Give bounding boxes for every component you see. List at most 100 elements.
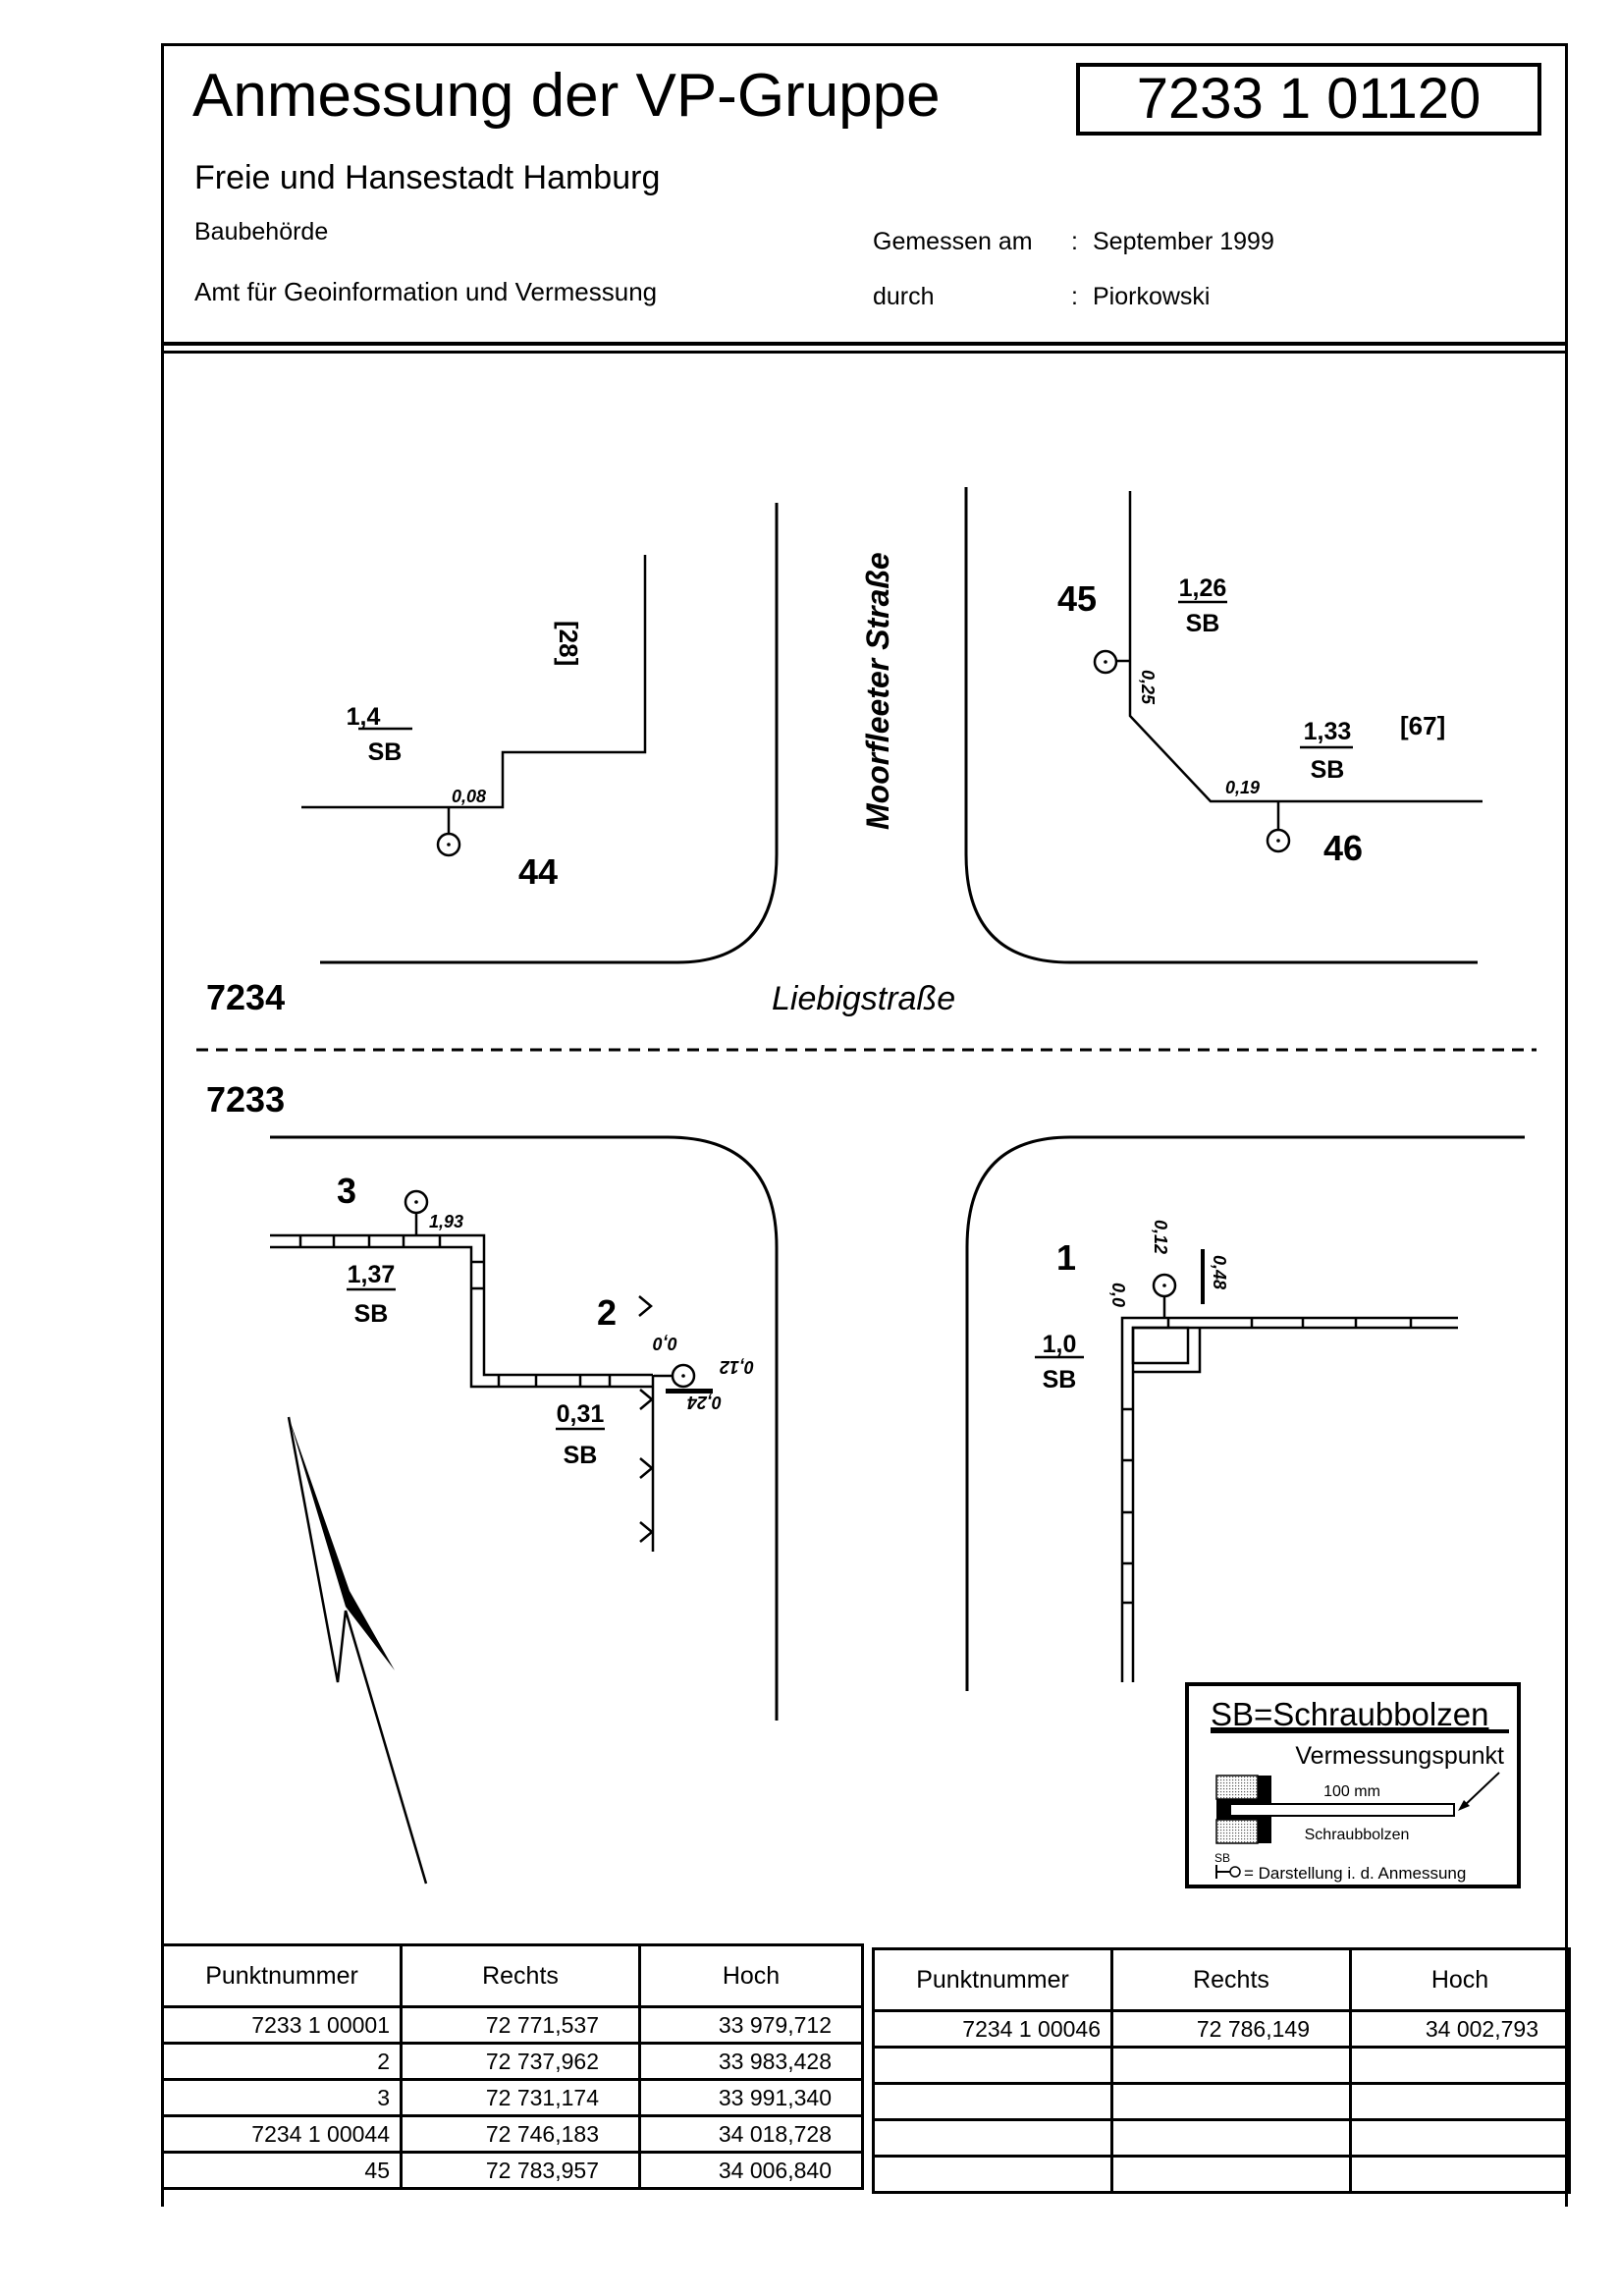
cell-hoch: 33 979,712 [638, 2005, 864, 2045]
fence-tick [639, 1521, 654, 1543]
survey-point-3 [404, 1189, 429, 1215]
point-2-offset-b: 0,12 [720, 1357, 754, 1377]
legend-symbol-desc: = Darstellung i. d. Anmessung [1244, 1864, 1466, 1883]
cell-punktnummer: 2 [161, 2042, 403, 2081]
table-row [872, 2082, 1571, 2121]
survey-point-center-46 [1276, 839, 1280, 843]
point-1-offset-c: 0,48 [1210, 1255, 1229, 1289]
wall-inner-1 [1131, 1326, 1458, 1682]
survey-point-45 [1093, 649, 1118, 675]
legend-bolt-label: Schraubbolzen [1305, 1827, 1410, 1843]
cell-hoch [1349, 2155, 1571, 2194]
table-row [872, 2046, 1571, 2085]
cell-punktnummer: 7233 1 00001 [161, 2005, 403, 2045]
cell-punktnummer [872, 2046, 1113, 2085]
point-44-dist: 1,4 [347, 703, 381, 731]
point-1-dist: 1,0 [1043, 1331, 1077, 1358]
legend-symbol-tie [1215, 1865, 1230, 1879]
survey-point-center-3 [414, 1200, 418, 1204]
document-title: Anmessung der VP-Gruppe [192, 62, 941, 130]
survey-point-center-2 [681, 1374, 685, 1378]
cell-punktnummer: 7234 1 00046 [872, 2009, 1113, 2049]
cell-hoch: 33 983,428 [638, 2042, 864, 2081]
cell-hoch: 34 006,840 [638, 2151, 864, 2190]
cell-rechts: 72 786,149 [1110, 2009, 1352, 2049]
point-45-label: 45 [1057, 578, 1097, 619]
house-number-28: [28] [554, 621, 583, 666]
point-46-offset: 0,19 [1225, 778, 1260, 797]
sheet-label-upper: 7234 [206, 977, 285, 1017]
cell-rechts: 72 731,174 [400, 2078, 641, 2117]
wall-inner-3-2 [270, 1245, 653, 1389]
legend-length: 100 mm [1323, 1783, 1380, 1800]
cell-punktnummer: 3 [161, 2078, 403, 2117]
sheet-frame [161, 43, 1568, 2207]
legend-title: SB=Schraubbolzen [1211, 1696, 1488, 1732]
cell-punktnummer [872, 2118, 1113, 2158]
street-label-liebig: Liebigstraße [772, 980, 955, 1017]
cell-hoch [1349, 2118, 1571, 2158]
survey-point-center-45 [1104, 660, 1107, 664]
map-stroke [1458, 1800, 1470, 1811]
cell-punktnummer [872, 2082, 1113, 2121]
cell-rechts: 72 737,962 [400, 2042, 641, 2081]
legend-bolt-shape [1229, 1803, 1455, 1817]
road-edge-upper-left [320, 503, 779, 964]
corner-pillar-1 [1131, 1326, 1190, 1365]
table-header-row: Punktnummer Rechts Hoch [161, 1943, 864, 2008]
cell-punktnummer: 45 [161, 2151, 403, 2190]
office-name: Amt für Geoinformation und Vermessung [194, 277, 658, 306]
survey-point-44 [436, 832, 461, 857]
legend-symbol-sb: SB [1214, 1851, 1230, 1865]
department-name: Baubehörde [194, 218, 329, 246]
cell-hoch [1349, 2082, 1571, 2121]
cell-hoch [1349, 2046, 1571, 2085]
authority-name: Freie und Hansestadt Hamburg [194, 159, 661, 196]
cell-rechts: 72 783,957 [400, 2151, 641, 2190]
survey-point-2 [671, 1363, 696, 1389]
table-row [872, 2155, 1571, 2194]
measured-label: Gemessen am [873, 228, 1033, 255]
header-divider [161, 342, 1568, 346]
cell-hoch: 34 002,793 [1349, 2009, 1571, 2049]
north-arrow-head [289, 1417, 395, 1670]
cell-rechts: 72 771,537 [400, 2005, 641, 2045]
road-edge-upper-right [964, 487, 1478, 964]
cell-rechts [1110, 2046, 1352, 2085]
point-2-offset-a: 0,0 [653, 1334, 677, 1353]
point-2-dist: 0,31 [557, 1400, 605, 1428]
map-stroke [1133, 1328, 1202, 1374]
column-header-hoch: Hoch [638, 1943, 864, 2008]
road-edge-lower-left [270, 1135, 779, 1721]
table-row [872, 2118, 1571, 2158]
fence-tick [639, 1457, 654, 1479]
offset-bar-1 [1201, 1249, 1205, 1304]
cell-rechts [1110, 2118, 1352, 2158]
table-header-row: Punktnummer Rechts Hoch [872, 1947, 1571, 2012]
point-44-label: 44 [518, 851, 558, 892]
cell-hoch: 34 018,728 [638, 2114, 864, 2154]
header-divider-secondary [161, 351, 1568, 354]
group-id-box: 7233 1 01120 [1076, 63, 1541, 136]
survey-point-icon [1229, 1866, 1241, 1878]
legend-box: SB=Schraubbolzen Vermessungspunkt 100 mm… [1185, 1682, 1521, 1888]
point-3-offset: 1,93 [429, 1212, 463, 1231]
point-3-label: 3 [337, 1171, 356, 1211]
map-stroke [1258, 1776, 1271, 1799]
column-header-punktnummer: Punktnummer [872, 1947, 1113, 2012]
cell-rechts [1110, 2155, 1352, 2194]
point-44-offset: 0,08 [452, 787, 486, 806]
north-arrow-icon [287, 1416, 428, 1885]
point-46-label: 46 [1323, 828, 1363, 868]
point-2-offset-c: 0,24 [687, 1393, 722, 1412]
legend-pointer-arrow [1461, 1772, 1500, 1809]
group-id: 7233 1 01120 [1136, 67, 1482, 131]
cell-hoch: 33 991,340 [638, 2078, 864, 2117]
cell-punktnummer [872, 2155, 1113, 2194]
point-2-label: 2 [597, 1292, 617, 1333]
map-stroke [1258, 1820, 1271, 1843]
